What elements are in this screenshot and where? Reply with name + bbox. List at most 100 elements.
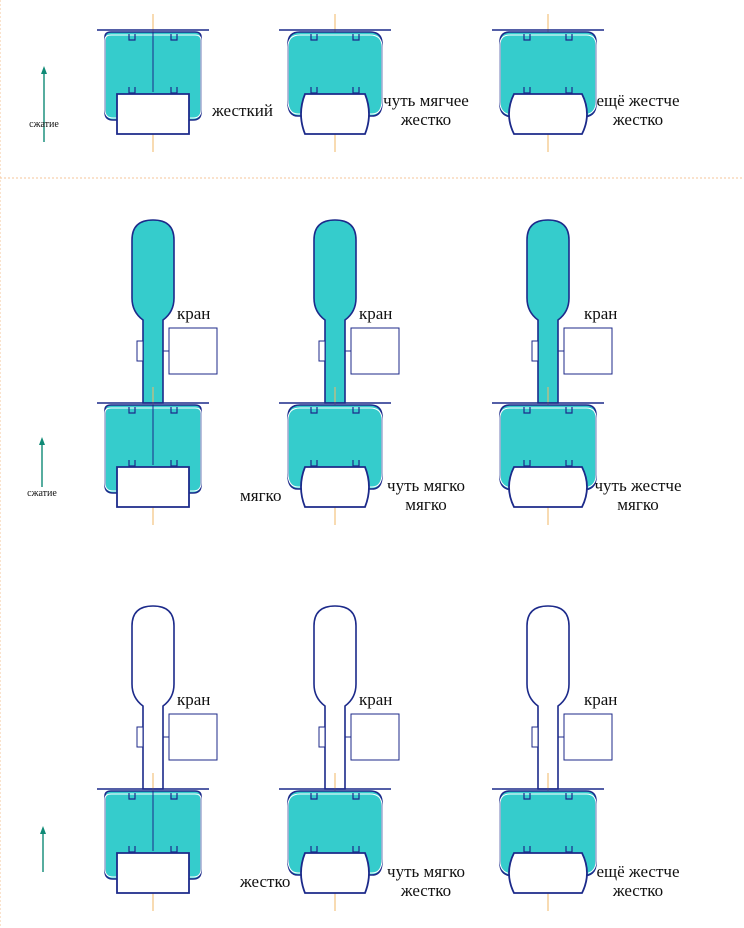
air-spring-unit (492, 219, 613, 525)
state-label: мягко (405, 495, 446, 514)
valve-stem (136, 340, 144, 362)
valve-stem (136, 726, 144, 748)
compression-label: сжатие (27, 488, 57, 499)
state-label: чуть жестче (594, 476, 681, 495)
compression-label: сжатие (29, 119, 59, 130)
bead-clip (310, 407, 318, 414)
bellow-inner-line (499, 793, 597, 883)
bellow-inner-line (104, 793, 202, 878)
valve-label: кран (359, 304, 392, 323)
bead-clip (523, 846, 531, 853)
bead-clip (352, 460, 360, 467)
valve-body (563, 327, 613, 375)
piston (116, 852, 190, 894)
compression-arrow (39, 437, 45, 487)
valve-body (168, 327, 218, 375)
state-label: жестко (400, 881, 451, 900)
bead-clip (565, 793, 573, 800)
air-spring-unit (279, 14, 391, 152)
bead-clip (523, 34, 531, 41)
air-spring-unit (97, 605, 218, 911)
state-label: мягко (240, 486, 281, 505)
bellow-inner-line (287, 407, 383, 496)
bead-clip (310, 846, 318, 853)
bead-clip (352, 793, 360, 800)
reservoir-tank (313, 605, 357, 790)
compression-arrow (40, 826, 46, 872)
piston (508, 466, 588, 508)
valve-stem (318, 340, 326, 362)
valve-label: кран (584, 304, 617, 323)
state-label: жестко (612, 881, 663, 900)
air-spring-unit (492, 605, 613, 911)
air-spring-unit (279, 219, 400, 525)
piston (300, 93, 370, 135)
bead-clip (523, 460, 531, 467)
valve-stem (318, 726, 326, 748)
state-label: чуть мягчее (383, 91, 469, 110)
air-spring-unit (492, 14, 604, 152)
bead-clip (170, 34, 178, 41)
arrow-head (41, 66, 47, 74)
bead-clip (128, 407, 136, 414)
bead-clip (128, 34, 136, 41)
reservoir-tank (526, 219, 570, 404)
state-label: жесткий (211, 101, 273, 120)
bead-clip (128, 460, 136, 467)
bead-clip (352, 407, 360, 414)
bead-clip (565, 34, 573, 41)
bellow-inner-line (499, 407, 597, 497)
valve-body (350, 713, 400, 761)
piston (116, 93, 190, 135)
state-label: жестко (612, 110, 663, 129)
air-spring-unit (97, 219, 218, 525)
bead-clip (352, 87, 360, 94)
air-spring-unit (97, 14, 209, 152)
valve-label: кран (584, 690, 617, 709)
reservoir-tank (131, 219, 175, 404)
valve-body (168, 713, 218, 761)
arrow-head (40, 826, 46, 834)
state-label: мягко (617, 495, 658, 514)
piston (508, 852, 588, 894)
reservoir-tank (131, 605, 175, 790)
valve-stem (531, 340, 539, 362)
valve-body (350, 327, 400, 375)
bead-clip (128, 793, 136, 800)
bead-clip (310, 87, 318, 94)
bead-clip (128, 87, 136, 94)
air-spring-unit (279, 605, 400, 911)
state-label: чуть мягко (387, 862, 465, 881)
state-label: ещё жестче (597, 862, 680, 881)
bead-clip (310, 34, 318, 41)
bead-clip (170, 407, 178, 414)
bead-clip (352, 846, 360, 853)
state-label: чуть мягко (387, 476, 465, 495)
piston (116, 466, 190, 508)
bead-clip (565, 407, 573, 414)
valve-label: кран (177, 304, 210, 323)
piston (508, 93, 588, 135)
bead-clip (310, 460, 318, 467)
bead-clip (170, 846, 178, 853)
bellow-inner-line (104, 34, 202, 119)
valve-stem (531, 726, 539, 748)
piston (300, 852, 370, 894)
bellow-inner-line (287, 793, 383, 882)
arrow-head (39, 437, 45, 445)
state-label: жестко (400, 110, 451, 129)
bead-clip (523, 793, 531, 800)
valve-body (563, 713, 613, 761)
state-label: жестко (239, 872, 290, 891)
reservoir-tank (313, 219, 357, 404)
valve-label: кран (177, 690, 210, 709)
state-label: ещё жестче (597, 91, 680, 110)
valve-label: кран (359, 690, 392, 709)
bellow-inner-line (499, 34, 597, 124)
piston (300, 466, 370, 508)
bead-clip (523, 87, 531, 94)
bead-clip (170, 793, 178, 800)
bead-clip (128, 846, 136, 853)
bead-clip (565, 460, 573, 467)
